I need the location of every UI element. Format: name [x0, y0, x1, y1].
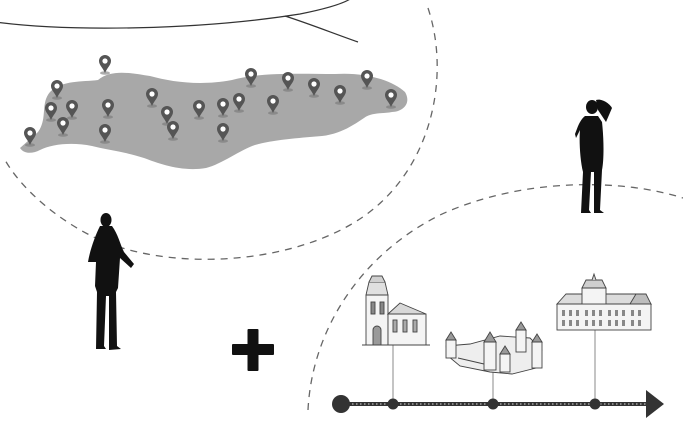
person-thinking-icon: [575, 99, 612, 213]
top-curve: [0, 0, 359, 43]
castle-icon: [445, 321, 543, 375]
person-standing-icon: [88, 213, 134, 350]
plus-icon: [232, 329, 274, 371]
church-icon: [362, 275, 430, 346]
timeline-marker: [589, 398, 601, 410]
timeline-start-dot: [332, 395, 350, 413]
left-dashed-bubble: [4, 7, 438, 260]
map-pin-icon: [99, 55, 111, 75]
timeline-marker: [487, 398, 499, 410]
timeline-marker: [387, 398, 399, 410]
palace-icon: [555, 272, 653, 331]
timeline: [332, 330, 664, 418]
timeline-arrowhead: [646, 390, 664, 418]
region-map: [20, 72, 408, 170]
